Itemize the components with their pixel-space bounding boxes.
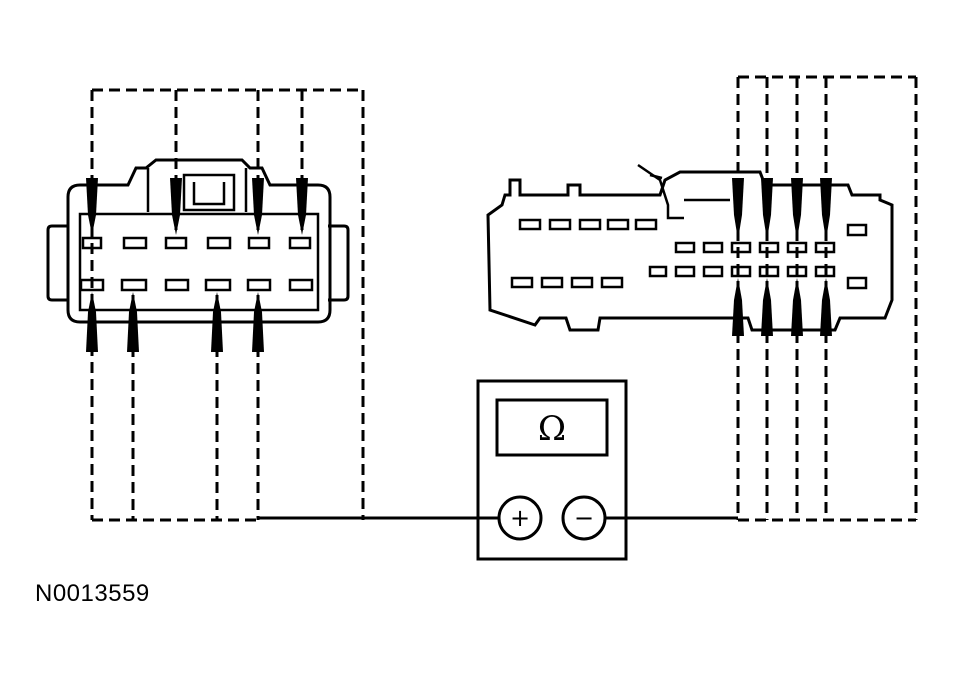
right-pin [648, 265, 668, 278]
meter-display [495, 398, 609, 457]
probe-arrow-icon [732, 278, 744, 336]
probe-arrow-icon [732, 178, 744, 240]
right-pin [702, 265, 724, 278]
left-probes-top [86, 178, 308, 235]
probe-arrow-icon [86, 178, 98, 235]
probe-arrow-icon [761, 178, 773, 240]
right-pin [570, 276, 594, 289]
left-pin-top-2 [122, 236, 148, 250]
right-pin [758, 241, 780, 254]
probe-arrow-icon [86, 292, 98, 352]
left-pin-bot-6 [288, 278, 314, 292]
right-pin [606, 218, 630, 231]
probe-arrow-icon [211, 292, 223, 352]
ohmmeter-icon: Ω + − [476, 379, 628, 561]
right-pin [730, 265, 752, 278]
positive-terminal-label: + [510, 504, 530, 532]
right-pin [600, 276, 624, 289]
left-pin-top-5 [247, 236, 271, 250]
right-probes-bottom [732, 278, 832, 336]
right-pin [634, 218, 658, 231]
probe-arrow-icon [127, 292, 139, 352]
right-pin [674, 241, 696, 254]
left-pin-bot-3 [164, 278, 190, 292]
right-pin [510, 276, 534, 289]
left-pin-bot-2 [120, 278, 148, 292]
right-pin [846, 223, 868, 237]
right-pin [846, 276, 868, 290]
right-pin [674, 265, 696, 278]
left-pin-bot-5 [246, 278, 272, 292]
right-connector [486, 163, 894, 332]
right-pin [730, 241, 752, 254]
left-pin-top-3 [164, 236, 188, 250]
right-pin [548, 218, 572, 231]
right-pin [518, 218, 542, 231]
meter-symbol: Ω [538, 409, 566, 449]
left-probes-bottom [86, 292, 264, 352]
right-pin [540, 276, 564, 289]
probe-arrow-icon [820, 178, 832, 240]
negative-terminal-label: − [574, 504, 594, 532]
right-pin [702, 241, 724, 254]
probe-arrow-icon [252, 292, 264, 352]
probe-arrow-icon [791, 178, 803, 240]
probe-arrow-icon [252, 178, 264, 235]
probe-arrow-icon [791, 278, 803, 336]
probe-arrow-icon [820, 278, 832, 336]
right-pin [758, 265, 780, 278]
probe-arrow-icon [296, 178, 308, 235]
left-pin-top-6 [288, 236, 312, 250]
right-pin [578, 218, 602, 231]
probe-arrow-icon [761, 278, 773, 336]
left-pin-top-4 [206, 236, 232, 250]
figure-id: N0013559 [35, 580, 150, 607]
probe-arrow-icon [170, 178, 182, 235]
left-pin-bot-4 [204, 278, 232, 292]
right-probes-top [732, 178, 832, 240]
